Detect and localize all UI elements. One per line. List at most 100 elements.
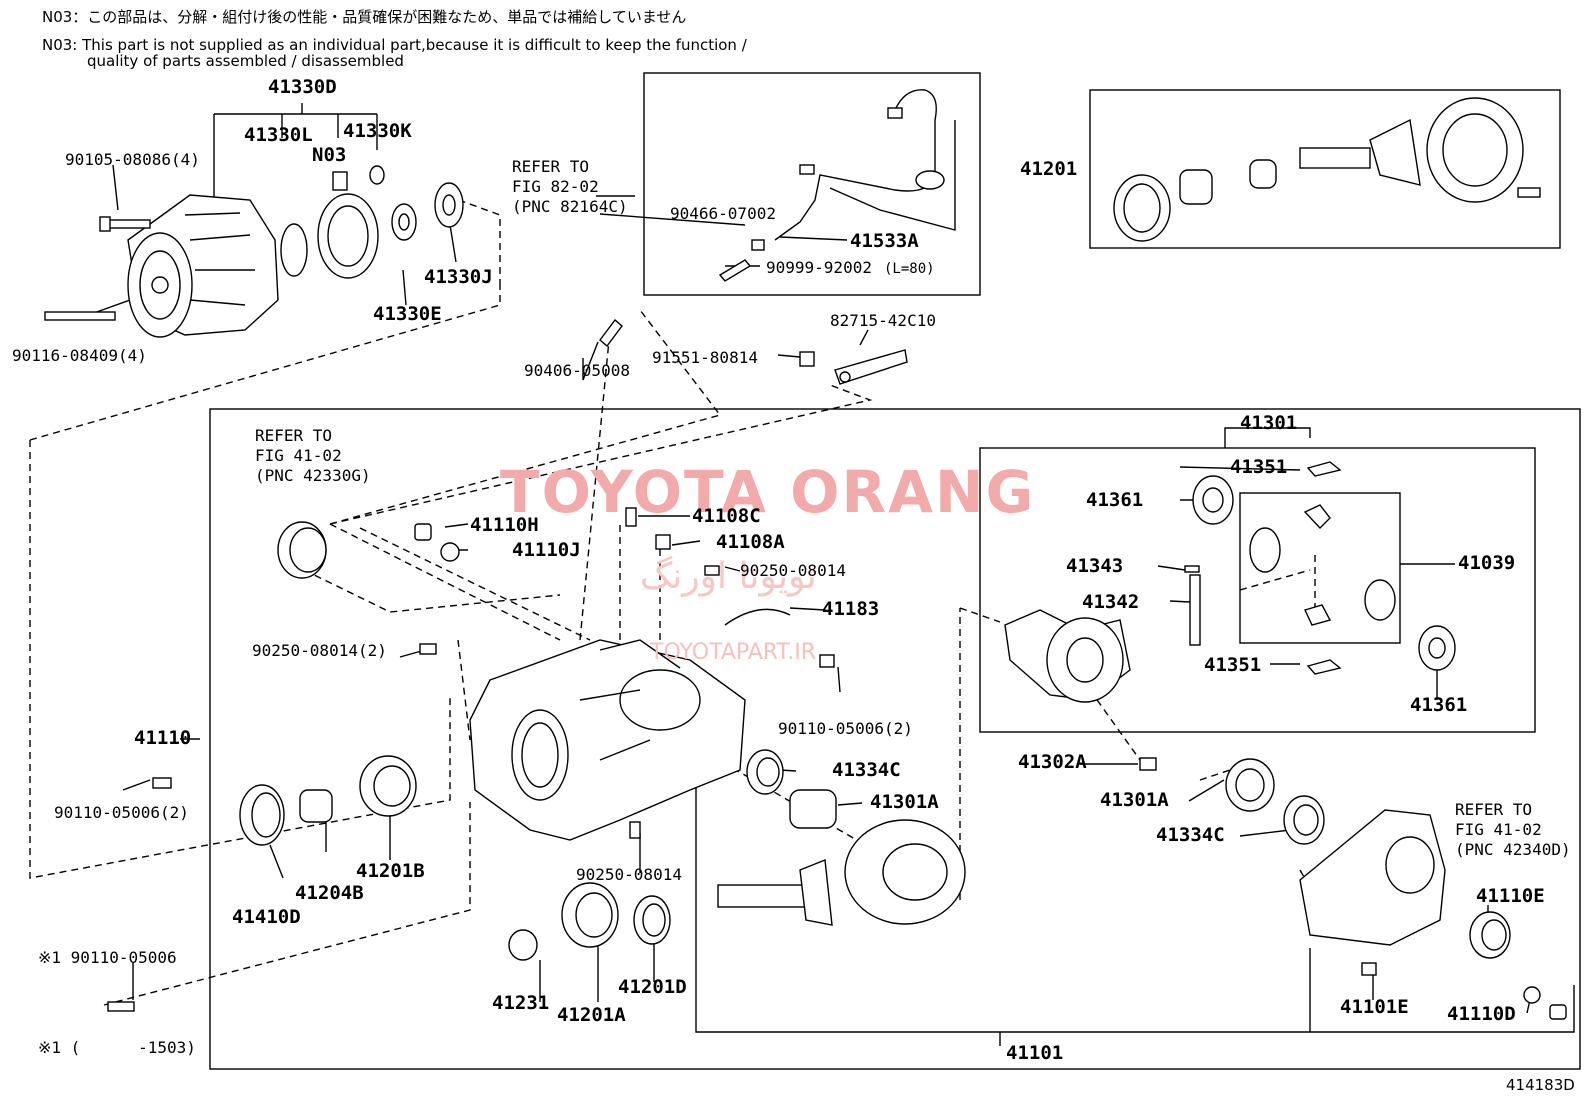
shaft-41342 (1189, 574, 1201, 646)
union-90406 (599, 318, 623, 348)
part-90110-05006-2-b[interactable]: 90110-05006(2) (54, 803, 189, 822)
part-90110-05006-2-a[interactable]: 90110-05006(2) (778, 719, 913, 738)
washer-41330E (391, 203, 417, 241)
pinion-inset-parts (1113, 97, 1541, 242)
ring-41330L (280, 223, 308, 277)
part-90406-05008[interactable]: 90406-05008 (524, 361, 630, 380)
part-41351-bottom[interactable]: 41351 (1204, 654, 1262, 676)
plug-41110H (414, 523, 432, 541)
pinion-gear-set-frame (1239, 492, 1401, 644)
part-41343[interactable]: 41343 (1066, 555, 1124, 577)
bearing-41201B (359, 755, 417, 817)
part-41110[interactable]: 41110 (134, 727, 192, 749)
gear-41361-bottom (1418, 625, 1456, 671)
differential-case (1004, 609, 1131, 703)
bolt-41101E (1361, 962, 1377, 976)
part-41330L[interactable]: 41330L (244, 124, 313, 146)
part-82715-42C10[interactable]: 82715-42C10 (830, 311, 936, 330)
bolt-star1 (107, 1001, 135, 1012)
part-41110H[interactable]: 41110H (470, 514, 539, 536)
clip-41183 (724, 608, 791, 626)
star1-range-note: ※1 ( -1503) (38, 1038, 196, 1057)
part-41110D[interactable]: 41110D (1447, 1003, 1516, 1025)
part-star1-90110-05006[interactable]: ※1 90110-05006 (38, 948, 177, 967)
bearing-41301A-right (1225, 758, 1275, 812)
part-41108C[interactable]: 41108C (692, 505, 761, 527)
refer-to-fig-41-02-42330G[interactable]: REFER TO FIG 41-02 (PNC 42330G) (255, 426, 371, 485)
bolt-90110-a (819, 654, 835, 668)
stud-90116 (44, 311, 116, 321)
differential-frame (979, 447, 1536, 733)
part-90105-08086[interactable]: 90105-08086(4) (65, 150, 200, 169)
part-90250-08014-c[interactable]: 90250-08014 (576, 865, 682, 884)
part-41201A[interactable]: 41201A (557, 1004, 626, 1026)
part-41110J[interactable]: 41110J (512, 539, 581, 561)
note-en-2: quality of parts assembled / disassemble… (87, 52, 404, 70)
part-41231[interactable]: 41231 (492, 992, 550, 1014)
pinion-inset-frame (1089, 89, 1561, 249)
drive-pinion-41201 (717, 859, 833, 926)
part-90250-08014-2[interactable]: 90250-08014(2) (252, 641, 387, 660)
hose-inset-frame (643, 72, 981, 296)
part-41342[interactable]: 41342 (1082, 591, 1140, 613)
bolt-90110-b (152, 777, 172, 789)
side-cover (1299, 809, 1446, 946)
part-41101E[interactable]: 41101E (1340, 996, 1409, 1018)
part-90466-07002[interactable]: 90466-07002 (670, 204, 776, 223)
bolt-90105 (99, 216, 151, 232)
seal-41410D (239, 784, 285, 846)
bearing-41334C-left (746, 749, 784, 795)
gear-41361-top (1192, 475, 1234, 525)
ring-gear (844, 819, 966, 925)
bracket-82715 (834, 349, 908, 385)
bearing-41334C-right (1283, 795, 1325, 845)
part-41201B[interactable]: 41201B (356, 860, 425, 882)
part-90999-92002[interactable]: 90999-92002 (766, 258, 872, 277)
part-41410D[interactable]: 41410D (232, 906, 301, 928)
part-41201[interactable]: 41201 (1020, 158, 1078, 180)
part-41301[interactable]: 41301 (1240, 412, 1298, 434)
part-41101[interactable]: 41101 (1006, 1042, 1064, 1064)
pinion-gears-41039 (1249, 504, 1396, 626)
part-41330E[interactable]: 41330E (373, 303, 442, 325)
figure-id: 414183D (1506, 1076, 1575, 1094)
refer-to-fig-41-02-42340D[interactable]: REFER TO FIG 41-02 (PNC 42340D) (1455, 800, 1571, 859)
refer-to-fig-82-02[interactable]: REFER TO FIG 82-02 (PNC 82164C) (512, 157, 628, 216)
part-91551-80814[interactable]: 91551-80814 (652, 348, 758, 367)
pin-41108C (625, 507, 637, 527)
pin-90250-c (629, 821, 641, 839)
part-41334C-left[interactable]: 41334C (832, 759, 901, 781)
part-41039[interactable]: 41039 (1458, 552, 1516, 574)
part-41204B[interactable]: 41204B (295, 882, 364, 904)
cover-housing-41330D (127, 194, 279, 338)
ring-41330K (369, 165, 385, 185)
washer-41351-top (1306, 461, 1342, 477)
part-41361-top[interactable]: 41361 (1086, 489, 1144, 511)
bolt-91551 (799, 351, 815, 367)
part-41361-bottom[interactable]: 41361 (1410, 694, 1468, 716)
main-frame (209, 408, 1581, 1070)
part-90250-08014-a[interactable]: 90250-08014 (740, 561, 846, 580)
washer-41330J (434, 182, 464, 228)
part-41302A[interactable]: 41302A (1018, 751, 1087, 773)
seal-41110E (1469, 911, 1511, 959)
note-en-1: N03: This part is not supplied as an ind… (42, 36, 747, 54)
part-90116-08409[interactable]: 90116-08409(4) (12, 346, 147, 365)
carrier-housing-41110 (469, 639, 746, 841)
part-41110E[interactable]: 41110E (1476, 885, 1545, 907)
part-41201D[interactable]: 41201D (618, 976, 687, 998)
part-41301A-left[interactable]: 41301A (870, 791, 939, 813)
part-90999-length-note: (L=80) (884, 261, 935, 277)
part-41330K[interactable]: 41330K (343, 120, 412, 142)
part-41108A[interactable]: 41108A (716, 531, 785, 553)
washer-41351-bottom (1306, 659, 1342, 675)
part-41301A-right[interactable]: 41301A (1100, 789, 1169, 811)
part-41334C-right[interactable]: 41334C (1156, 824, 1225, 846)
part-N03[interactable]: N03 (312, 144, 347, 166)
part-41533A[interactable]: 41533A (850, 230, 919, 252)
part-41183[interactable]: 41183 (822, 598, 880, 620)
part-41330J[interactable]: 41330J (424, 266, 493, 288)
part-41351-top[interactable]: 41351 (1230, 456, 1288, 478)
part-41330D[interactable]: 41330D (268, 76, 337, 98)
